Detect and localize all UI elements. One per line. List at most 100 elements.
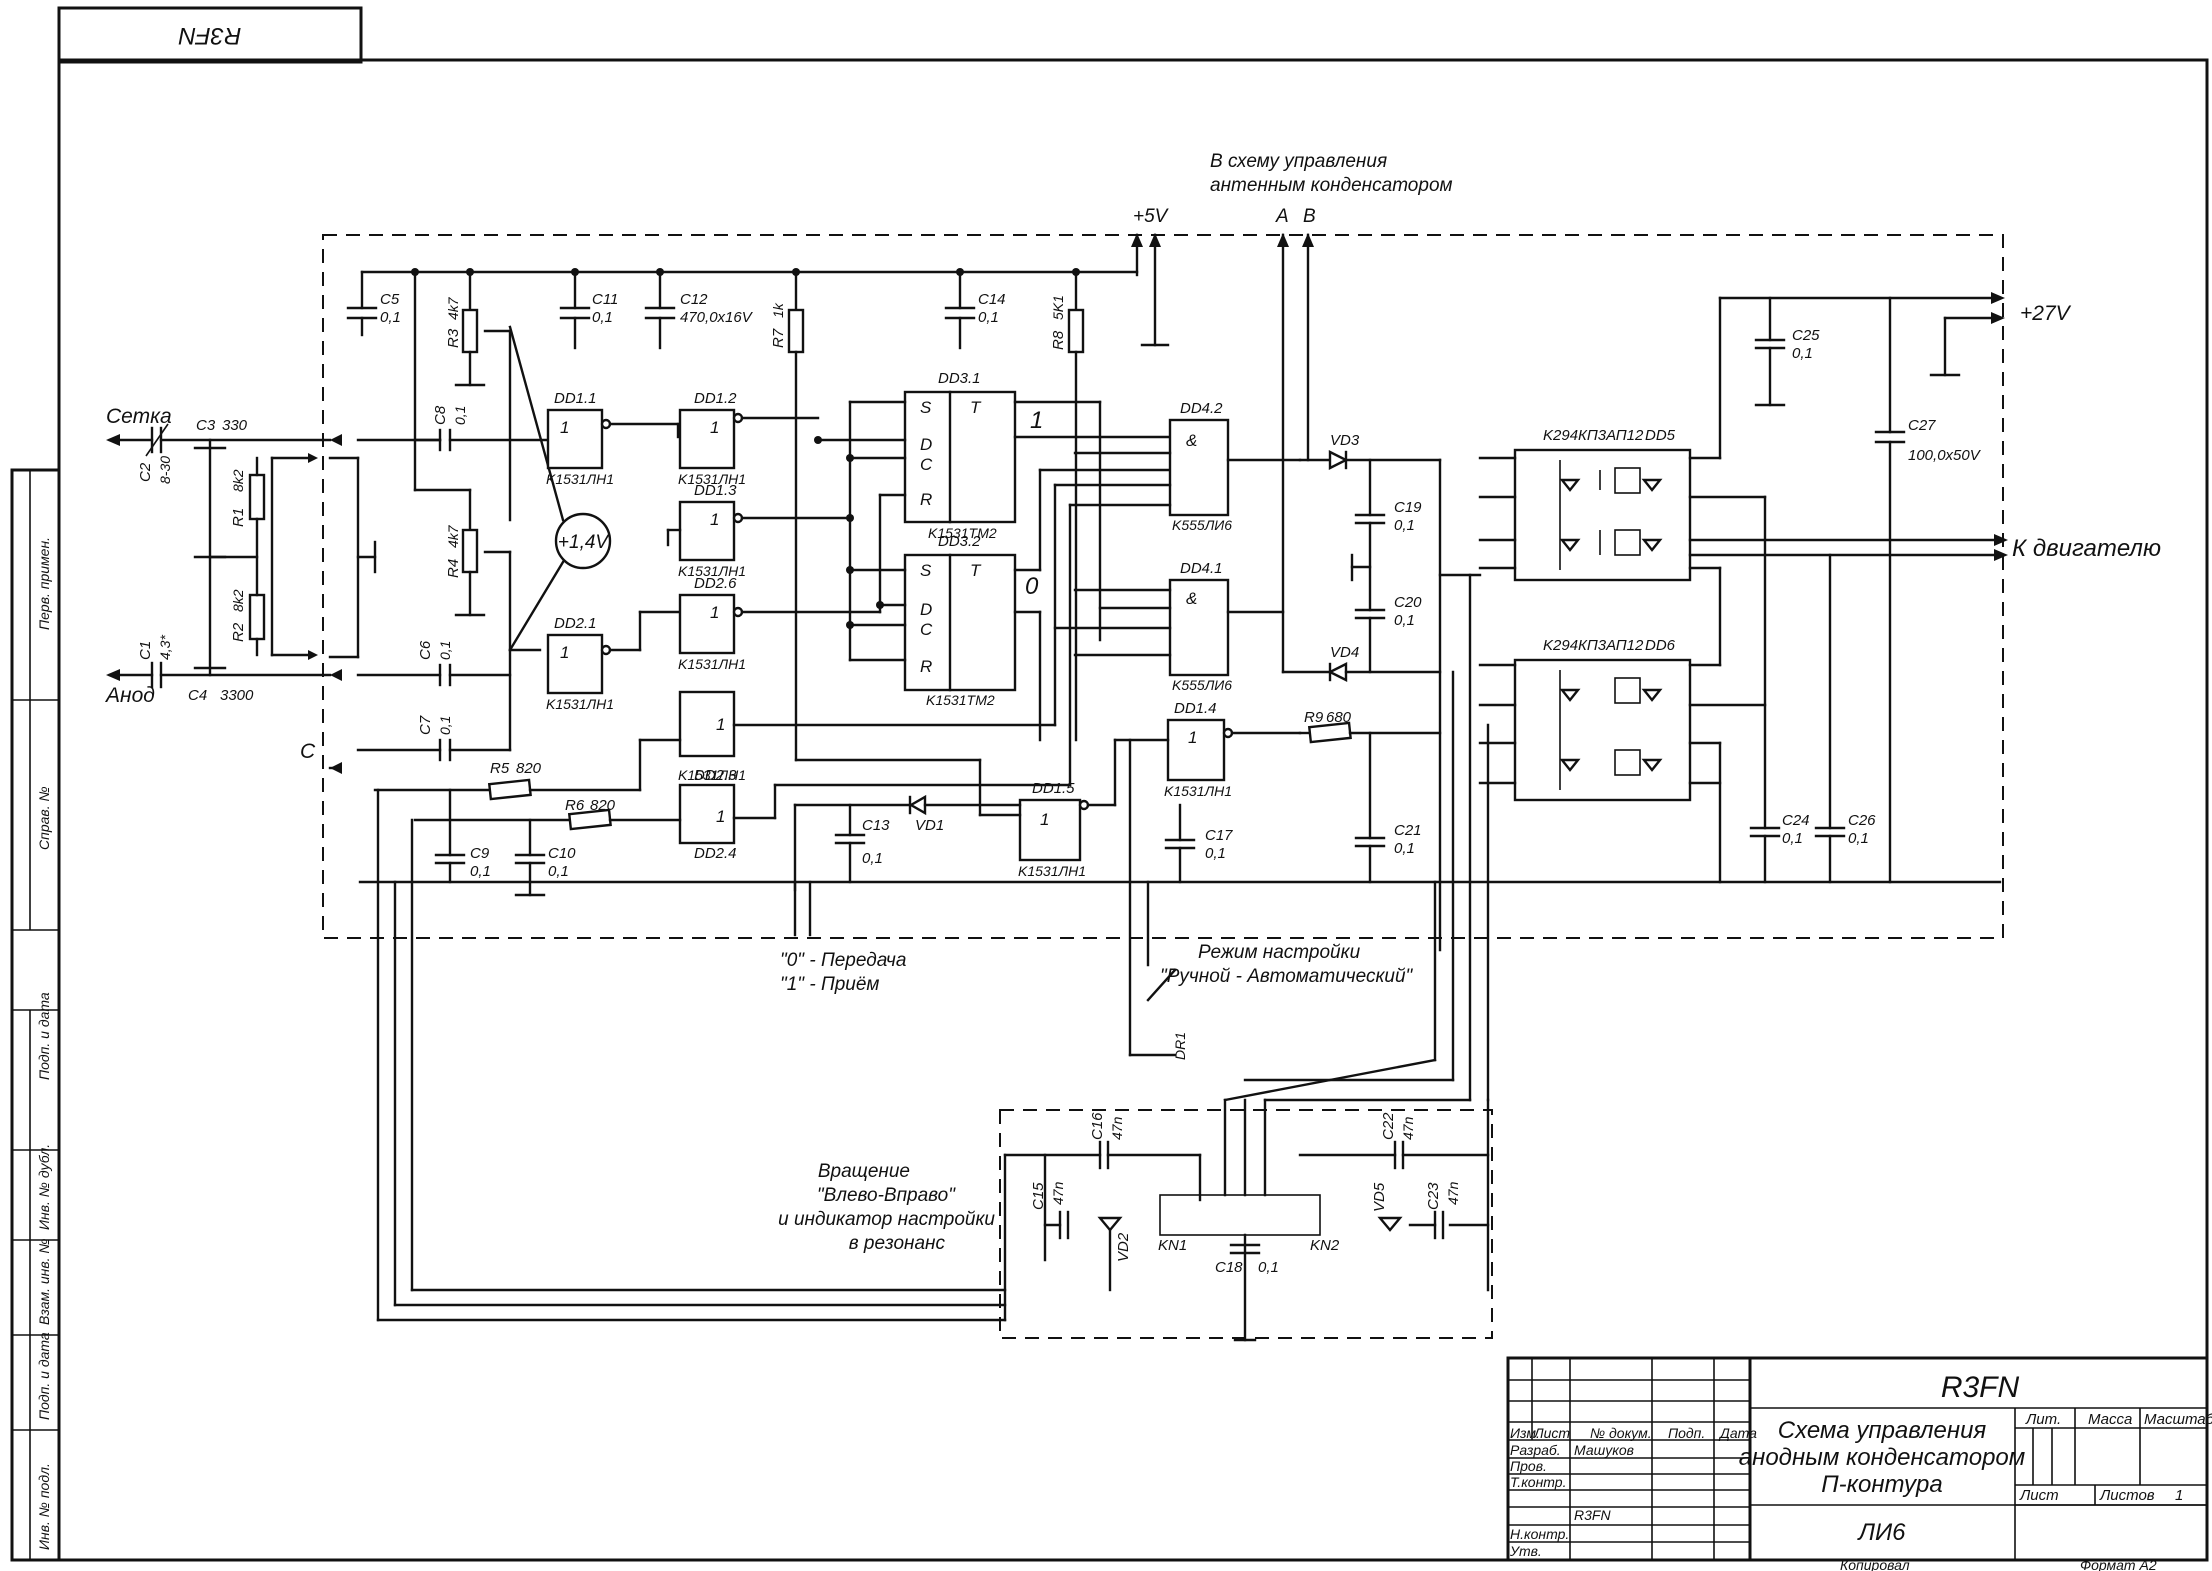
- and-gates: & DD4.2 K555ЛИ6 & DD4.1 K555ЛИ6: [1053, 400, 1302, 693]
- side-labels: Перв. примен. Справ. № Подп. и дата Инв.…: [36, 537, 52, 1550]
- gate-symbol: 1: [710, 418, 719, 437]
- dd4-1-part: K555ЛИ6: [1172, 677, 1232, 693]
- input-wiring: [106, 423, 377, 774]
- c4-value: 3300: [220, 687, 254, 704]
- r8-label: R8: [1050, 330, 1067, 350]
- antenna-label-2: антенным конденсатором: [1210, 175, 1453, 196]
- gate-symbol: 1: [1188, 728, 1197, 747]
- c19-label: C19: [1394, 499, 1422, 516]
- motor-label: К двигателю: [2012, 535, 2161, 562]
- plus27v-label: +27V: [2020, 302, 2072, 325]
- r1-value: 8k2: [230, 469, 246, 492]
- prov-label: Пров.: [1510, 1458, 1547, 1474]
- c5-label: C5: [380, 291, 400, 308]
- vd4-label: VD4: [1330, 644, 1359, 661]
- dd5-part: K294КП3АП12: [1543, 427, 1644, 444]
- output-mark-1: 1: [1030, 407, 1043, 434]
- title-line-3: П-контура: [1821, 1471, 1942, 1498]
- gate-symbol: 1: [710, 510, 719, 529]
- dd1-5-part: K1531ЛН1: [1018, 863, 1086, 879]
- dd2-4-part: K1531ЛН1: [678, 767, 746, 783]
- pin-c-label: C: [920, 455, 933, 474]
- rot-label-4: в резонанс: [849, 1233, 946, 1254]
- gate-symbol: 1: [716, 715, 725, 734]
- dd4-2-part: K555ЛИ6: [1172, 517, 1232, 533]
- dr1-label: DR1: [1172, 1032, 1188, 1060]
- stamp-top: R3FN: [178, 22, 241, 49]
- r5-label: R5: [490, 760, 510, 777]
- c12-value: 470,0x16V: [680, 309, 754, 326]
- dd1-3-label: DD1.3: [694, 482, 737, 499]
- mode-label-2: "Ручной - Автоматический": [1160, 966, 1414, 987]
- dd1-4-part: K1531ЛН1: [1164, 783, 1232, 799]
- a-label: A: [1275, 206, 1289, 227]
- pin-s-label: S: [920, 561, 932, 580]
- c11-label: C11: [592, 291, 618, 308]
- ref-1-4v-label: +1,4V: [558, 532, 611, 553]
- c23-value: 47n: [1445, 1181, 1461, 1205]
- c27-value: 100,0x50V: [1908, 447, 1982, 464]
- c22-label: C22: [1380, 1112, 1397, 1140]
- massa-label: Масса: [2088, 1411, 2132, 1428]
- c21-value: 0,1: [1394, 840, 1415, 857]
- c24-label: C24: [1782, 812, 1810, 829]
- t-symbol: T: [970, 561, 982, 580]
- listov-label: Листов: [2099, 1487, 2155, 1504]
- c17-value: 0,1: [1205, 845, 1226, 862]
- gate-symbol: 1: [560, 418, 569, 437]
- r6-label: R6: [565, 797, 585, 814]
- hdr-podp: Подп.: [1668, 1425, 1705, 1441]
- gate-symbol: 1: [1040, 810, 1049, 829]
- c7-label: C7: [417, 715, 434, 735]
- r6-value: 820: [590, 797, 616, 814]
- c2-value: 8-30: [157, 456, 173, 484]
- side-label-podp-data-2: Подп. и дата: [36, 1332, 52, 1420]
- gate-dd4-2: [1168, 418, 1230, 517]
- razrab-label: Разраб.: [1510, 1442, 1561, 1458]
- listov-value: 1: [2175, 1487, 2183, 1504]
- r4-value: 4k7: [445, 524, 461, 548]
- kn1-label: KN1: [1158, 1237, 1187, 1254]
- flip-flops: DD3.1 K1531ТМ2 S D C R T DD3.2 K1531ТМ2 …: [814, 370, 1172, 742]
- c16-value: 47n: [1109, 1116, 1125, 1140]
- c9-value: 0,1: [470, 863, 491, 880]
- dd2-1-part: K1531ЛН1: [546, 696, 614, 712]
- hdr-ndok: № докум.: [1590, 1425, 1652, 1441]
- power-output: C25 0,1 C27 100,0x50V C24 0,1 C26 0,1: [1688, 292, 2008, 884]
- flipflop-dd3-1: [903, 390, 1017, 524]
- gate-dd1-4: [1166, 718, 1226, 782]
- ref-1-4v-circle: [554, 512, 612, 570]
- c26-value: 0,1: [1848, 830, 1869, 847]
- gate-dd1-3: [678, 500, 736, 562]
- utv-label: Утв.: [1509, 1543, 1542, 1559]
- gate-symbol: 1: [710, 603, 719, 622]
- mode-label-1: Режим настройки: [1198, 942, 1361, 963]
- c8-value: 0,1: [452, 406, 468, 425]
- dd1-4-label: DD1.4: [1174, 700, 1217, 717]
- gate-dd4-1: [1168, 578, 1230, 677]
- c26-label: C26: [1848, 812, 1876, 829]
- pin-s-label: S: [920, 398, 932, 417]
- diode-network: VD3 VD4 C19 0,1 C20 0,1 R9 680 C21 0,1: [1281, 432, 1482, 952]
- lit-label: Лит.: [2025, 1411, 2061, 1428]
- r2-value: 8k2: [230, 589, 246, 612]
- dd1-2-label: DD1.2: [694, 390, 737, 407]
- pin-r-label: R: [920, 490, 932, 509]
- and-symbol: &: [1186, 589, 1197, 608]
- c4-label: C4: [188, 687, 207, 704]
- dd4-1-label: DD4.1: [1180, 560, 1223, 577]
- c22-value: 47n: [1400, 1116, 1416, 1140]
- control-panel-labels: C16 47n C15 47n VD2 KN1 KN2 C18 0,1 C22 …: [1030, 1112, 1461, 1276]
- c13-value: 0,1: [862, 850, 883, 867]
- c3-label: C3: [196, 417, 216, 434]
- c1-label: C1: [137, 641, 154, 660]
- anod-label: Анод: [104, 684, 155, 707]
- bottom-connectors: [376, 573, 1490, 1322]
- main-board-outline: [322, 234, 2004, 939]
- format-label: Формат А2: [2080, 1557, 2157, 1571]
- masshtab-label: Масштаб: [2144, 1411, 2212, 1428]
- dd1-1-part: K1531ЛН1: [546, 471, 614, 487]
- dd2-6-part: K1531ЛН1: [678, 656, 746, 672]
- dd3-2-label: DD3.2: [938, 533, 981, 550]
